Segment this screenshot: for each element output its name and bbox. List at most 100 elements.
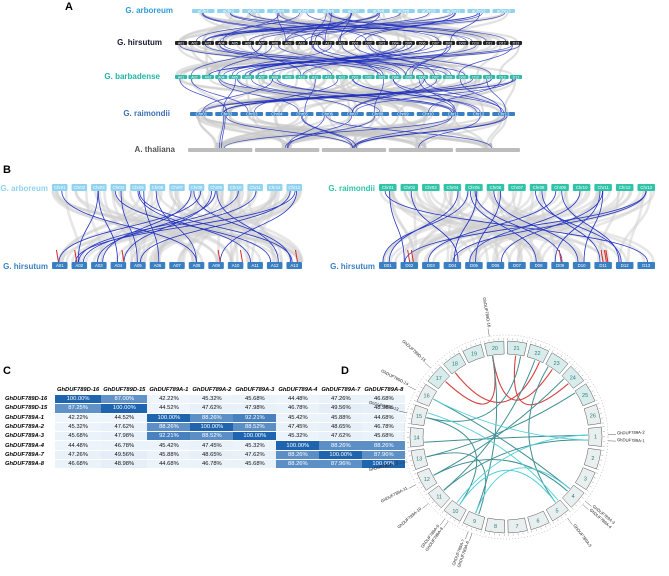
background-link (217, 190, 304, 263)
background-link (220, 78, 266, 113)
chromosome-label: A07 (258, 41, 264, 45)
chromosome-segment (574, 383, 596, 407)
background-link (498, 190, 655, 263)
chromosome-segment (526, 343, 550, 364)
synteny-link (218, 44, 273, 76)
chromosome-label: D07 (432, 75, 439, 79)
synteny-link (218, 78, 299, 113)
synteny-link (58, 190, 202, 263)
chromosome-bar (492, 112, 515, 116)
chromosome-bar (429, 75, 442, 79)
synteny-link (352, 78, 438, 113)
synteny-link (219, 44, 398, 76)
tick-mark (415, 395, 418, 397)
synteny-link (229, 12, 473, 42)
segment-label: 18 (452, 362, 458, 368)
chromosome-bar (422, 262, 440, 269)
species-label: G. barbadense (104, 72, 160, 81)
chromosome-label: A11 (312, 41, 318, 45)
chromosome-segment (484, 517, 505, 534)
chromosome-label: aChr1 (198, 8, 210, 13)
heatmap-cell: 46.78% (190, 459, 234, 469)
heatmap-cell: 46.78% (276, 403, 320, 414)
chromosome-bar (335, 41, 348, 45)
tick-mark (596, 472, 599, 474)
chromosome-label: A10 (298, 75, 304, 79)
chromosome-label: A03 (95, 263, 103, 268)
chromosome-bar (417, 9, 440, 13)
heatmap-cell: 88.26% (276, 459, 320, 469)
tick-mark (595, 399, 598, 401)
chromosome-label: A11 (312, 75, 318, 79)
heatmap-cell: 46.68% (362, 394, 406, 404)
chromosome-label: A09 (285, 75, 291, 79)
heatmap-cell: 47.62% (101, 422, 148, 432)
synteny-link (370, 44, 492, 76)
tick-mark (465, 346, 467, 349)
synteny-link (248, 12, 429, 42)
heatmap-cell: 45.68% (362, 431, 406, 441)
segment-label: 10 (452, 509, 458, 515)
tick-mark (441, 510, 444, 513)
chromosome-bar (429, 41, 442, 45)
tick-mark (544, 346, 546, 349)
tick-mark (411, 408, 414, 410)
chromosome-bar (572, 262, 591, 269)
chromosome-bar (416, 112, 440, 116)
chromosome-label: Chr09 (554, 185, 566, 190)
chromosome-segment (410, 448, 429, 470)
heatmap-cell: 45.88% (319, 413, 363, 423)
chromosome-label: D12 (621, 263, 629, 268)
synteny-link (143, 190, 160, 263)
background-link (85, 190, 104, 263)
chromosome-segment (443, 352, 467, 375)
segment-label: 1 (594, 435, 597, 441)
chromosome-bar (241, 41, 255, 45)
chromosome-bar (188, 148, 253, 152)
chromosome-bar (317, 9, 340, 13)
tick-mark (461, 348, 463, 351)
chromosome-label: aChr9 (398, 8, 410, 13)
chromosome-label: A01 (178, 41, 184, 45)
chromosome-label: Chr05 (132, 185, 144, 190)
chromosome-bar (322, 75, 335, 79)
chromosome-label: Chr01 (54, 185, 66, 190)
synteny-link (123, 190, 213, 263)
synteny-link (259, 12, 478, 42)
tick-mark (454, 519, 456, 522)
synteny-link (83, 190, 257, 263)
chromosome-label: Chr08 (372, 111, 384, 116)
tick-mark (560, 355, 563, 358)
chromosome-bar (467, 112, 490, 116)
chromosome-label: A08 (272, 75, 278, 79)
chromosome-bar (254, 148, 320, 152)
panel-label-a: A (65, 1, 73, 13)
tick-mark (453, 352, 455, 355)
chromosome-label: aChr4 (273, 8, 285, 13)
gene-label: GhDUF789A-1 (617, 437, 646, 443)
tick-mark (418, 391, 421, 393)
chromosome-bar (208, 184, 224, 191)
heatmap-column-header: GhDUF789A-1 (149, 386, 189, 393)
heatmap-column-header: GhDUF789D-15 (103, 386, 146, 393)
chromosome-bar (265, 112, 289, 116)
chromosome-bar (292, 9, 315, 13)
background-link (399, 12, 407, 42)
heatmap-cell: 88.52% (190, 431, 234, 441)
chromosome-bar (91, 262, 107, 269)
synteny-link (77, 190, 99, 263)
chromosome-bar (594, 184, 612, 191)
chromosome-segment (416, 467, 438, 491)
chromosome-label: D08 (446, 41, 453, 45)
tick-mark (557, 519, 559, 522)
background-link (435, 12, 509, 42)
background-link (402, 12, 492, 42)
chromosome-label: D01 (384, 263, 392, 268)
tick-mark (535, 342, 537, 345)
background-link (231, 190, 280, 263)
chromosome-label: A06 (154, 263, 162, 268)
paralog-link (426, 356, 522, 422)
heatmap-cell: 100.00% (55, 394, 102, 404)
chromosome-bar (637, 262, 655, 269)
